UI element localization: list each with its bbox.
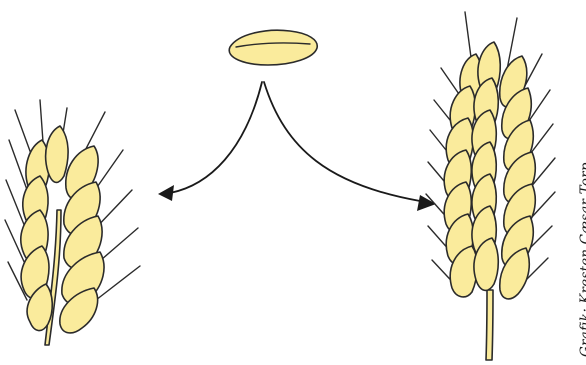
arrow-left-icon	[158, 82, 262, 201]
image-credit: Grafik: Kresten Cæsar Torp	[578, 162, 586, 357]
arrow-right-icon	[264, 82, 436, 211]
wheat-ear-large-icon	[426, 12, 555, 360]
seed-icon	[229, 30, 317, 65]
wheat-ear-small-icon	[5, 100, 140, 345]
